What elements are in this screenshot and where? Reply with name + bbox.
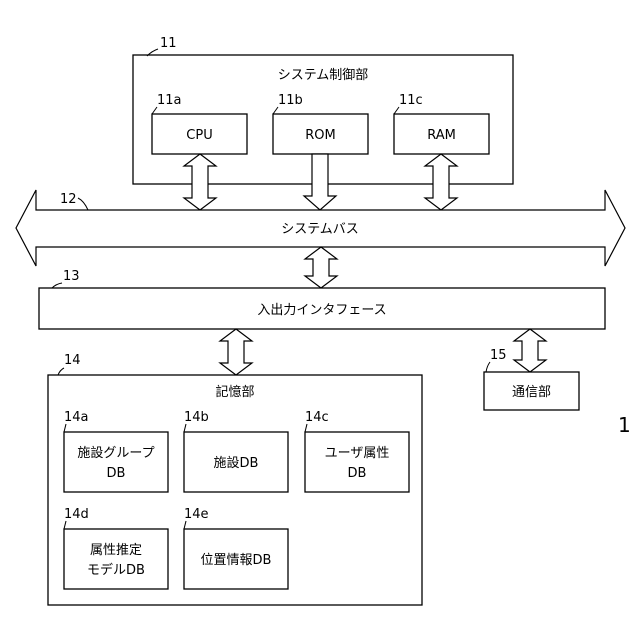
ref-14: 14: [64, 353, 81, 368]
system-bus-label: システムバス: [281, 222, 359, 237]
ref-13: 13: [63, 269, 80, 284]
ram-label: RAM: [427, 128, 456, 143]
ref-14b: 14b: [184, 410, 209, 425]
ref-leader-12: [78, 198, 88, 210]
ref-14d: 14d: [64, 507, 89, 522]
ref-11b: 11b: [278, 93, 303, 108]
user-attribute-db-box: [305, 432, 409, 492]
system-control-title: システム制御部: [278, 68, 369, 83]
attribute-estimation-model-db-line2: モデルDB: [87, 562, 145, 578]
location-info-db-label: 位置情報DB: [201, 553, 272, 568]
attribute-estimation-model-db-line1: 属性推定: [90, 543, 142, 558]
cpu-label: CPU: [186, 128, 212, 143]
io-interface-label: 入出力インタフェース: [257, 303, 386, 318]
ref-14a: 14a: [64, 410, 89, 425]
storage-unit: 14 記憶部 14a 施設グループ DB 14b 施設DB 14c ユーザ属性 …: [48, 353, 422, 605]
ref-11c: 11c: [399, 93, 423, 108]
ref-leader-13: [52, 283, 62, 288]
attribute-estimation-model-db-box: [64, 529, 168, 589]
ref-11a: 11a: [157, 93, 182, 108]
ref-11: 11: [160, 36, 177, 51]
facility-group-db-line2: DB: [107, 466, 126, 481]
ref-14e: 14e: [184, 507, 209, 522]
ref-12: 12: [60, 192, 77, 207]
rom-label: ROM: [305, 128, 335, 143]
io-communication-double-arrow: [514, 329, 546, 372]
facility-db-label: 施設DB: [214, 455, 259, 471]
facility-group-db-line1: 施設グループ: [77, 445, 154, 461]
ref-leader-15: [486, 362, 490, 372]
device-ref-1: 1: [618, 413, 631, 437]
ref-14c: 14c: [305, 410, 329, 425]
user-attribute-db-line1: ユーザ属性: [325, 446, 390, 461]
bus-io-double-arrow: [305, 247, 337, 288]
ref-15: 15: [490, 348, 507, 363]
facility-group-db-box: [64, 432, 168, 492]
ref-leader-14: [58, 368, 64, 375]
storage-title: 記憶部: [215, 384, 254, 400]
communication-label: 通信部: [512, 385, 551, 400]
user-attribute-db-line2: DB: [348, 466, 367, 481]
io-storage-double-arrow: [220, 329, 252, 375]
